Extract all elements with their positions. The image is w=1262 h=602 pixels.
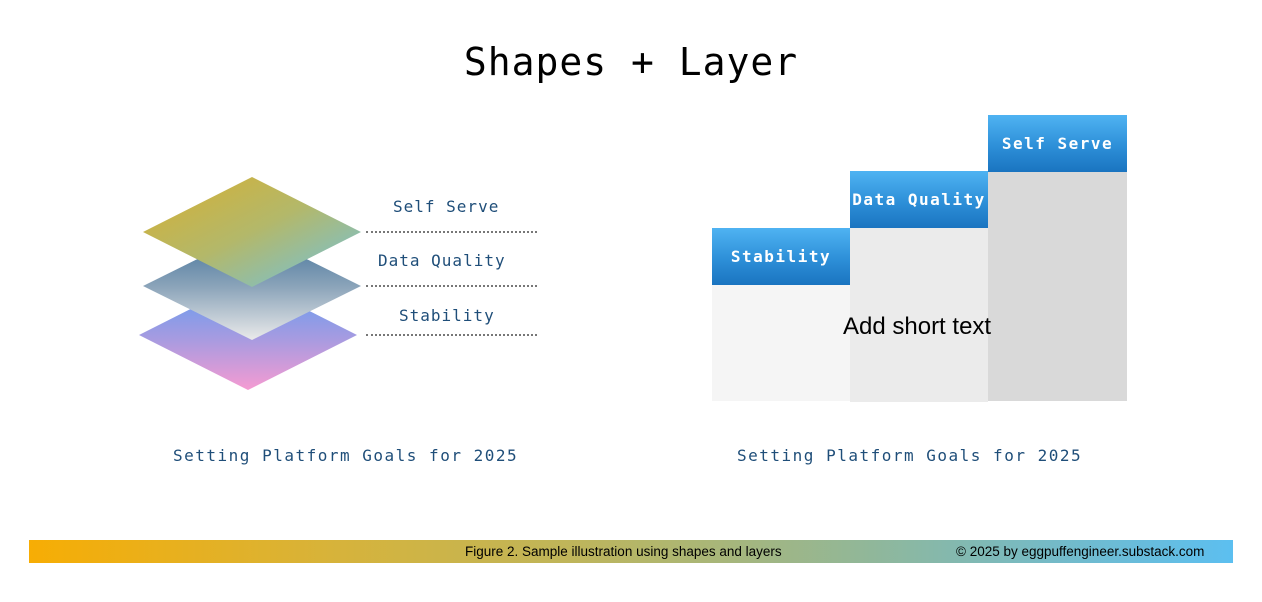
layer-label-stability: Stability <box>399 306 495 325</box>
step-header-data-quality: Data Quality <box>850 171 988 228</box>
copyright-text: © 2025 by eggpuffengineer.substack.com <box>956 544 1205 559</box>
step-header-self-serve: Self Serve <box>988 115 1127 172</box>
layer-stack-diagram <box>139 177 361 390</box>
leader-line-stability <box>366 334 537 336</box>
layer-self-serve-shape <box>143 177 361 287</box>
layer-label-self-serve: Self Serve <box>393 197 500 216</box>
figure-caption: Figure 2. Sample illustration using shap… <box>465 544 782 559</box>
leader-line-data-quality <box>366 285 537 287</box>
step-body-text: Add short text <box>843 313 992 340</box>
layer-label-data-quality: Data Quality <box>378 251 506 270</box>
layer-diagram-caption: Setting Platform Goals for 2025 <box>173 446 519 465</box>
leader-line-self-serve <box>366 231 537 233</box>
step-diagram-caption: Setting Platform Goals for 2025 <box>737 446 1083 465</box>
footer-band <box>29 540 1233 563</box>
page-title: Shapes + Layer <box>463 40 799 84</box>
step-header-stability: Stability <box>712 228 850 285</box>
